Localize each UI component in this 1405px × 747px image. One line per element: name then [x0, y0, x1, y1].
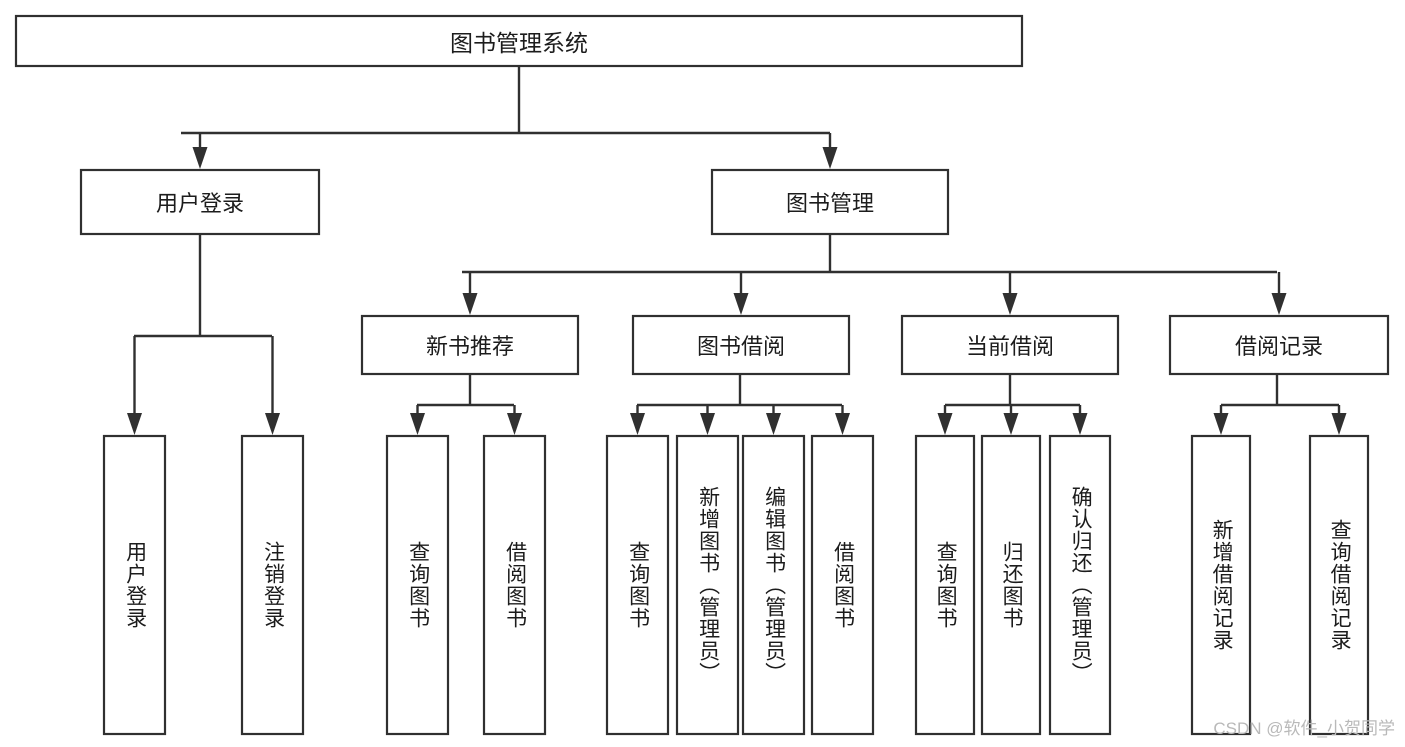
conn-book-management-to-borrow-record-arrow-icon	[1271, 293, 1287, 315]
conn-current-borrow-to-leaf-return-book-arrow-icon	[1003, 413, 1019, 435]
conn-book-borrow-to-leaf-query-book-borrow-arrow-icon	[630, 413, 645, 435]
node-boxes-layer	[14, 14, 1390, 736]
node-box-book-management	[710, 168, 950, 236]
conn-book-management-to-current-borrow-arrow-icon	[1002, 293, 1018, 315]
node-box-root	[14, 14, 1024, 68]
node-box-borrow-record	[1168, 314, 1390, 376]
conn-current-borrow-to-leaf-query-book-current-arrow-icon	[937, 413, 953, 435]
conn-user-login-to-leaf-user-login-arrow-icon	[127, 413, 142, 435]
node-box-leaf-query-book-current	[914, 434, 976, 736]
node-box-new-book-recommend	[360, 314, 580, 376]
node-box-leaf-add-book	[675, 434, 740, 736]
connectors-layer	[127, 66, 1347, 435]
conn-root-to-book-management-arrow-icon	[822, 147, 838, 169]
conn-book-management-to-book-borrow-arrow-icon	[733, 293, 749, 315]
conn-new-book-recommend-to-leaf-borrow-book-recommend-arrow-icon	[507, 413, 522, 435]
conn-new-book-recommend-to-leaf-query-book-recommend-arrow-icon	[410, 413, 425, 435]
conn-book-borrow-to-leaf-add-book-arrow-icon	[700, 413, 715, 435]
node-box-leaf-return-book	[980, 434, 1042, 736]
node-box-leaf-confirm-return	[1048, 434, 1112, 736]
conn-borrow-record-to-leaf-add-borrow-record-arrow-icon	[1213, 413, 1229, 435]
node-box-leaf-logout-login	[240, 434, 305, 736]
conn-borrow-record-to-leaf-query-borrow-record-arrow-icon	[1331, 413, 1347, 435]
node-box-leaf-query-book-borrow	[605, 434, 670, 736]
conn-book-borrow-to-leaf-borrow-book-arrow-icon	[835, 413, 850, 435]
conn-book-borrow-to-leaf-edit-book-arrow-icon	[766, 413, 781, 435]
node-box-book-borrow	[631, 314, 851, 376]
node-box-leaf-edit-book	[741, 434, 806, 736]
node-box-leaf-query-book-recommend	[385, 434, 450, 736]
node-box-leaf-borrow-book-recommend	[482, 434, 547, 736]
node-box-leaf-user-login	[102, 434, 167, 736]
conn-book-management-to-new-book-recommend-arrow-icon	[462, 293, 478, 315]
conn-user-login-to-leaf-logout-login-arrow-icon	[265, 413, 280, 435]
node-box-user-login	[79, 168, 321, 236]
node-box-leaf-borrow-book	[810, 434, 875, 736]
node-box-current-borrow	[900, 314, 1120, 376]
conn-current-borrow-to-leaf-confirm-return-arrow-icon	[1072, 413, 1088, 435]
node-box-leaf-add-borrow-record	[1190, 434, 1252, 736]
conn-root-to-user-login-arrow-icon	[192, 147, 208, 169]
watermark-text: CSDN @软件_小贺同学	[1213, 719, 1395, 738]
node-box-leaf-query-borrow-record	[1308, 434, 1370, 736]
